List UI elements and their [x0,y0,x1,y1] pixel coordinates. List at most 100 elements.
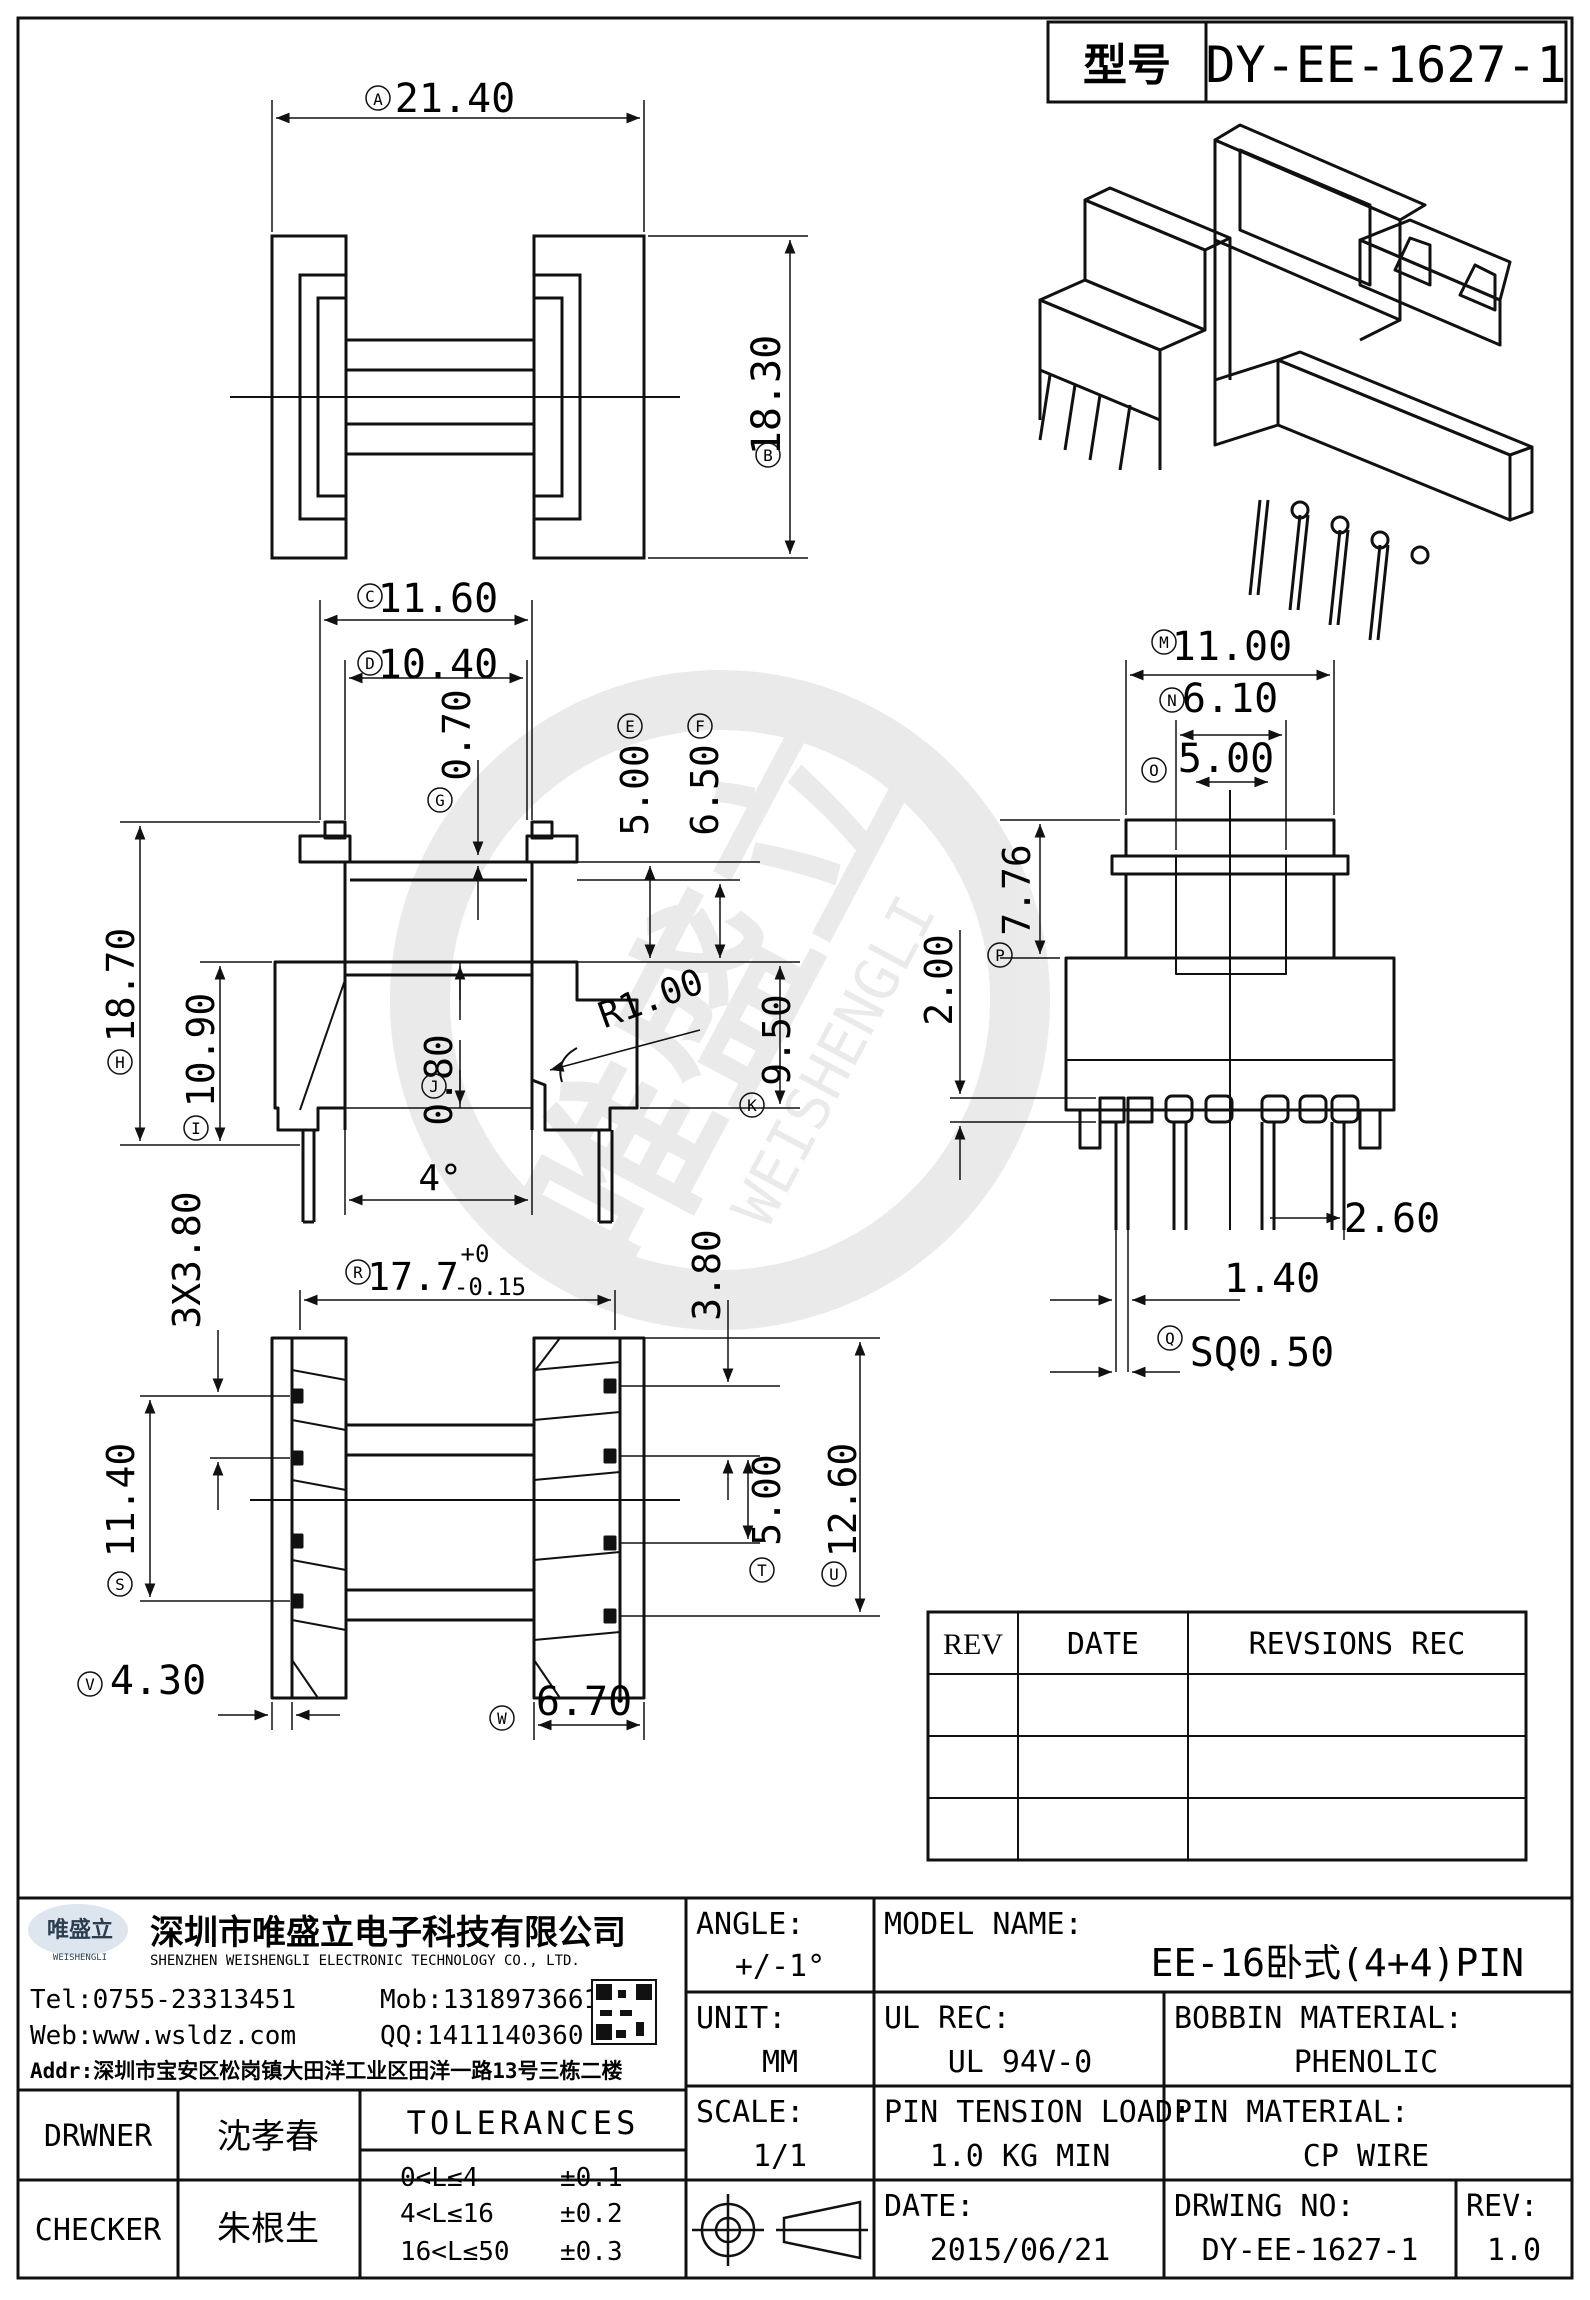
svg-text:0.70: 0.70 [435,689,479,781]
svg-text:11.00: 11.00 [1172,624,1292,670]
isometric-view [1038,123,1534,641]
svg-text:WEISHENGLI: WEISHENGLI [53,1953,107,1963]
scale-value: 1/1 [753,2139,807,2174]
svg-text:B: B [763,446,773,465]
pin-material-value: CP WIRE [1303,2139,1429,2174]
drwing-value: DY-EE-1627-1 [1202,2233,1419,2268]
svg-text:2.00: 2.00 [917,934,961,1026]
front-view-dims [120,600,800,1215]
tension-value: 1.0 KG MIN [930,2139,1111,2174]
drawer-value: 沈孝春 [217,2117,319,2157]
header-model-box: 型号 DY-EE-1627-1 [1046,20,1568,104]
svg-text:6.50: 6.50 [683,744,727,836]
rev-value: 1.0 [1487,2233,1541,2268]
svg-text:6.10: 6.10 [1182,676,1278,722]
svg-text:P: P [995,946,1005,965]
unit-label: UNIT: [696,2001,786,2036]
company-qq: QQ:1411140360 [380,2021,584,2051]
svg-text:-0.15: -0.15 [454,1273,526,1301]
tolerances-label: TOLERANCES [407,2104,640,2142]
svg-text:K: K [747,1096,757,1115]
svg-text:F: F [695,717,705,736]
company-mob: Mob:13189736612 [380,1985,615,2015]
svg-text:6.70: 6.70 [536,1679,632,1725]
svg-text:A: A [373,90,383,109]
svg-text:17.7: 17.7 [367,1255,459,1299]
company-addr: Addr:深圳市宝安区松岗镇大田洋工业区田洋一路13号三栋二楼 [30,2059,623,2083]
title-left-column: ANGLE: +/-1° UNIT: MM SCALE: 1/1 [692,1907,868,2266]
model-name-value: EE-16卧式(4+4)PIN [1151,1941,1524,1985]
date-header: DATE [1067,1627,1139,1662]
svg-text:5.00: 5.00 [745,1454,789,1546]
tol-value-2: ±0.2 [560,2199,623,2229]
svg-text:9.50: 9.50 [755,994,799,1086]
bobbin-label: BOBBIN MATERIAL: [1174,2001,1463,2036]
svg-text:R: R [353,1263,363,1282]
side-view-dim-labels: M 11.00 N 6.10 O 5.00 7.76 P 2.00 2.60 1… [917,624,1440,1376]
tol-range-3: 16<L≤50 [400,2237,510,2267]
checker-value: 朱根生 [217,2209,319,2249]
svg-text:4.30: 4.30 [110,1658,206,1704]
svg-text:E: E [625,717,635,736]
top-view [230,234,680,560]
model-value: DY-EE-1627-1 [1205,36,1566,94]
svg-text:S: S [115,1575,125,1594]
svg-text:D: D [365,654,375,673]
svg-text:J: J [429,1077,439,1096]
model-label: 型号 [1083,40,1171,91]
tension-label: PIN TENSION LOAD: [884,2095,1191,2130]
revisions-header: REVSIONS REC [1249,1627,1466,1662]
company-web: Web:www.wsldz.com [30,2021,296,2051]
svg-text:10.90: 10.90 [179,993,223,1107]
svg-text:M: M [1159,633,1169,652]
revision-table: REV DATE REVSIONS REC [926,1610,1528,1862]
ul-value: UL 94V-0 [948,2045,1093,2080]
signature-cells: DRWNER 沈孝春 CHECKER 朱根生 TOLERANCES 0<L≤4 … [35,2104,640,2267]
rev-header: REV [943,1628,1003,1661]
bobbin-value: PHENOLIC [1294,2045,1439,2080]
svg-text:+0: +0 [461,1240,490,1268]
angle-value: +/-1° [735,1949,825,1984]
bottom-view-dim-labels: R 17.7 +0 -0.15 3X3.80 11.40 S 3.80 5.00… [77,1191,865,1731]
company-name-cn: 深圳市唯盛立电子科技有限公司 [150,1913,626,1953]
drawer-label: DRWNER [44,2119,153,2154]
svg-text:U: U [829,1565,839,1584]
side-view [1064,790,1396,1230]
svg-text:4°: 4° [418,1158,461,1199]
dim-A: A 21.40 [271,76,645,232]
svg-text:5.00: 5.00 [1178,736,1274,782]
svg-text:7.76: 7.76 [995,844,1039,936]
side-view-dims [950,660,1345,1378]
model-name-label: MODEL NAME: [884,1907,1083,1942]
svg-text:I: I [191,1119,201,1138]
qr-code-icon [591,1979,657,2045]
pin-material-label: PIN MATERIAL: [1174,2095,1409,2130]
svg-text:G: G [435,791,445,810]
bottom-view [250,1336,680,1700]
unit-value: MM [762,2045,798,2080]
tol-value-1: ±0.1 [560,2163,623,2193]
svg-text:21.40: 21.40 [395,76,515,122]
svg-text:18.70: 18.70 [99,928,143,1042]
svg-text:18.30: 18.30 [744,335,790,455]
ul-label: UL REC: [884,2001,1010,2036]
svg-text:3X3.80: 3X3.80 [165,1191,209,1328]
outer-frame [16,16,1574,2280]
date-value: 2015/06/21 [930,2233,1111,2268]
svg-text:3.80: 3.80 [685,1229,729,1321]
company-info: 唯盛立 WEISHENGLI 深圳市唯盛立电子科技有限公司 SHENZHEN W… [28,1904,657,2083]
bottom-view-dims [140,1290,880,1740]
svg-text:5.00: 5.00 [613,744,657,836]
svg-text:W: W [497,1709,507,1728]
dim-B: 18.30 B [648,235,808,559]
projection-symbol-icon [692,2194,868,2266]
angle-label: ANGLE: [696,1907,804,1942]
svg-text:V: V [85,1675,95,1694]
svg-text:T: T [757,1561,767,1580]
svg-text:SQ0.50: SQ0.50 [1190,1330,1335,1376]
svg-text:1.40: 1.40 [1224,1256,1320,1302]
title-right-cells: MODEL NAME: EE-16卧式(4+4)PIN UL REC: UL 9… [884,1907,1541,2268]
svg-text:11.60: 11.60 [378,576,498,622]
svg-text:唯盛立: 唯盛立 [47,1917,113,1943]
